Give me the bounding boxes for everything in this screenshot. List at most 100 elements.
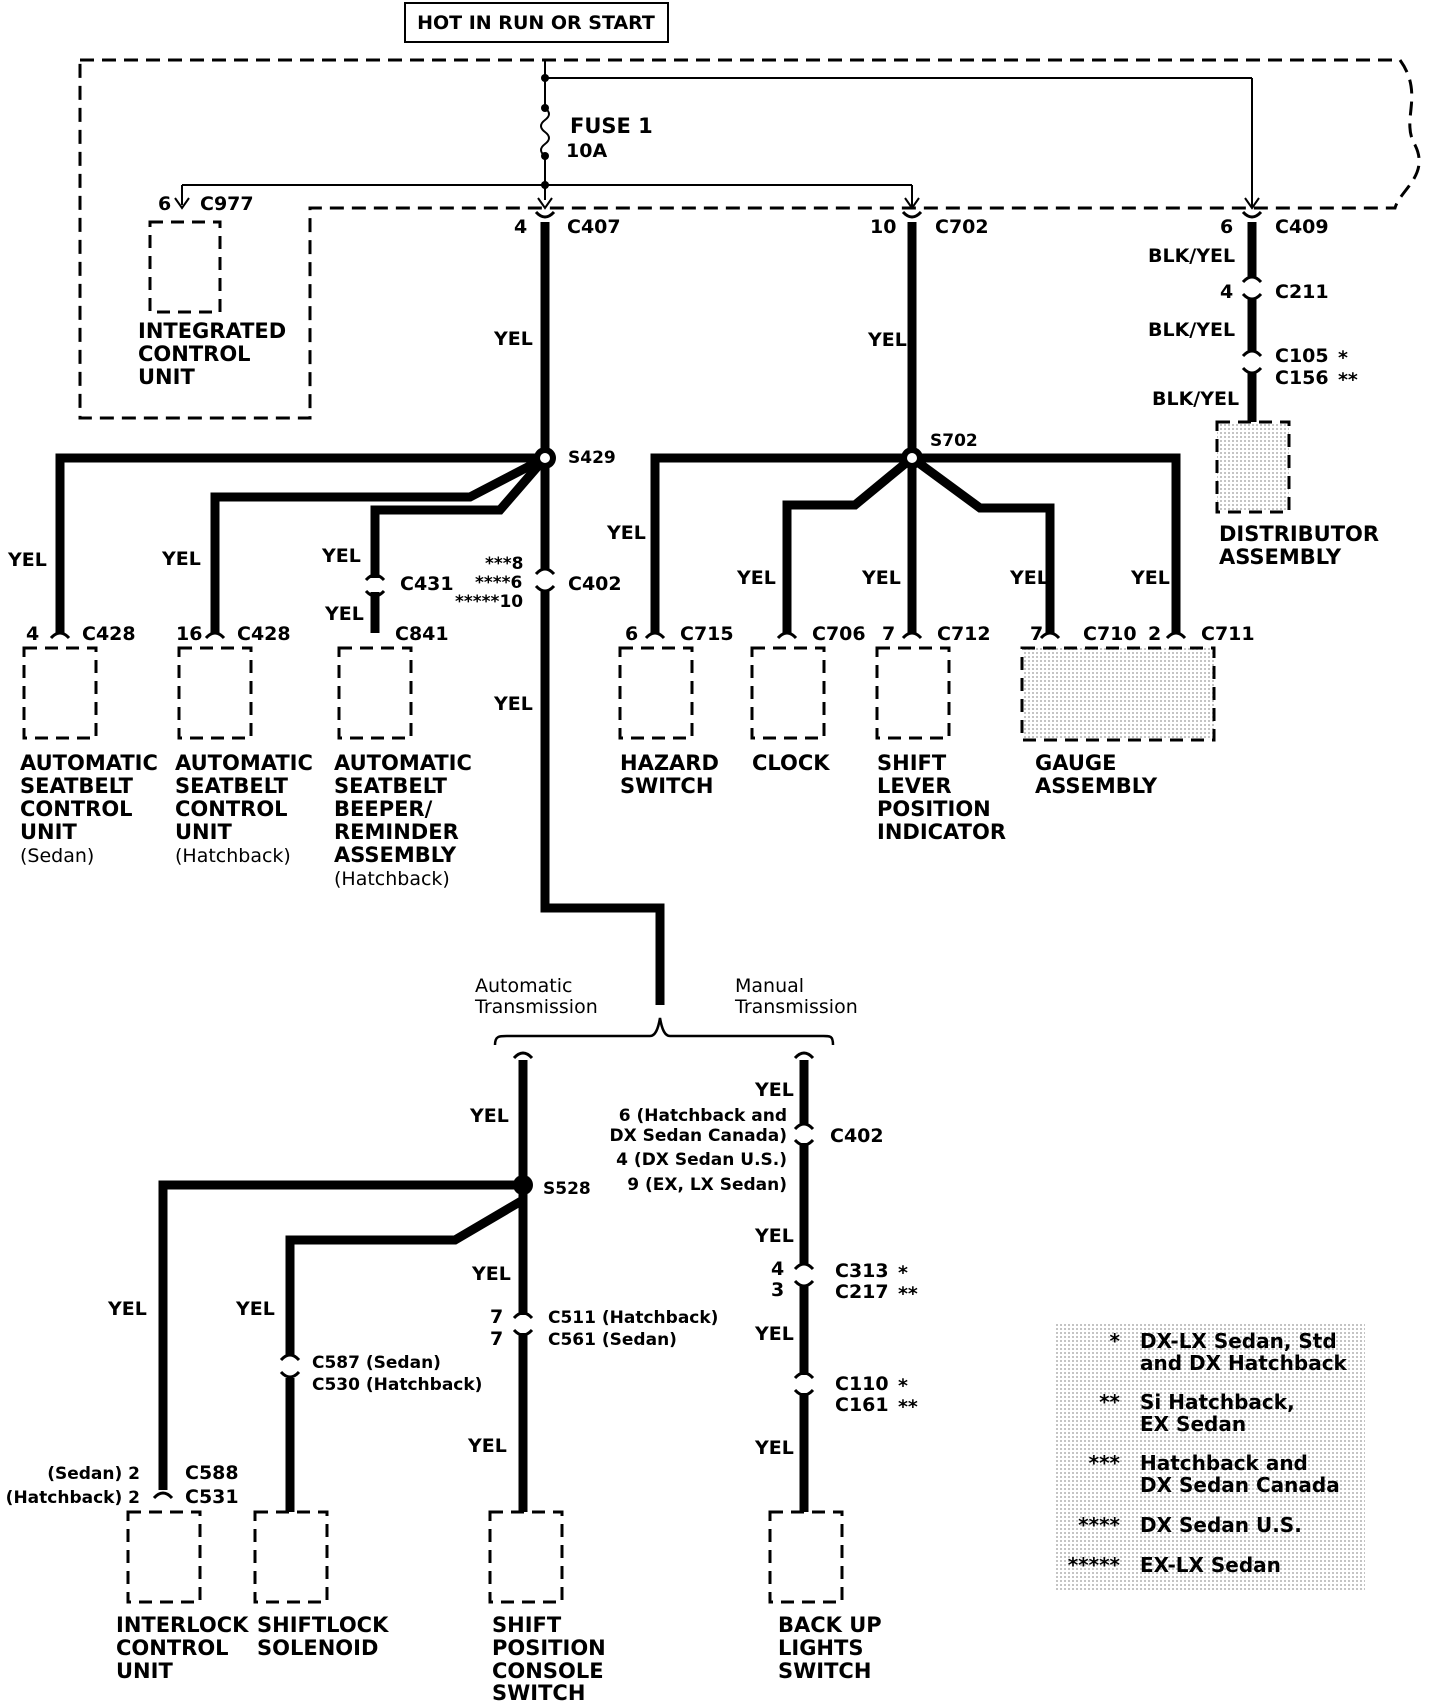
c161-id: C161	[835, 1394, 889, 1416]
c402-top-pin-1: ***8	[485, 554, 524, 574]
wire-yel-c711: YEL	[1130, 567, 1170, 589]
c105-id: C105	[1275, 345, 1329, 367]
distributor-box	[1215, 420, 1291, 514]
distributor-label: DISTRIBUTOR ASSEMBLY	[1219, 522, 1386, 569]
legend: * DX-LX Sedan, Std and DX Hatchback ** S…	[1055, 1322, 1365, 1590]
wire-yel-shiftlock: YEL	[235, 1298, 275, 1320]
legend-text-2: Si Hatchback, EX Sedan	[1140, 1390, 1302, 1436]
c431-id: C431	[400, 573, 454, 595]
c511-pin: 7	[490, 1306, 503, 1328]
c428b-id: C428	[237, 623, 291, 645]
c706-id: C706	[812, 623, 866, 645]
c428a-id: C428	[82, 623, 136, 645]
c402-top-id: C402	[568, 573, 622, 595]
c841-id: C841	[395, 623, 449, 645]
c428b-pin: 16	[176, 623, 202, 645]
c587-id: C587 (Sedan)	[312, 1353, 441, 1373]
c110-mark: *	[898, 1375, 908, 1397]
wire-yel-hazard: YEL	[606, 522, 646, 544]
shift-console-box	[488, 1510, 564, 1604]
c710-pin: 7	[1030, 623, 1043, 645]
wire-blk-yel-1: BLK/YEL	[1148, 245, 1235, 267]
c530-id: C530 (Hatchback)	[312, 1375, 482, 1395]
c712-pin: 7	[882, 623, 895, 645]
c110-id: C110	[835, 1373, 889, 1395]
wire-yel-seatbelt-sedan: YEL	[7, 549, 47, 571]
hazard-label: HAZARD SWITCH	[620, 751, 726, 798]
wire-yel-c702: YEL	[867, 329, 907, 351]
legend-mark-1: *	[1110, 1329, 1121, 1353]
fuse-box-outline	[78, 58, 1421, 420]
thick-wires	[55, 222, 1257, 1512]
branch-manual: Manual Transmission	[734, 975, 858, 1018]
c402-bot-pin-3: 4 (DX Sedan U.S.)	[616, 1150, 787, 1170]
fuse-feed	[181, 60, 1253, 208]
c561-id: C561 (Sedan)	[548, 1330, 677, 1350]
wire-yel-c402: YEL	[493, 693, 533, 715]
transmission-bracket	[493, 1017, 835, 1046]
c711-pin: 2	[1148, 623, 1161, 645]
splice-s702-label: S702	[930, 431, 978, 451]
wire-yel-man-1: YEL	[754, 1079, 794, 1101]
c402-top-pin-3: *****10	[455, 592, 523, 612]
seatbelt-sedan-note: (Sedan)	[20, 845, 94, 867]
wire-yel-beeper-2: YEL	[324, 603, 364, 625]
c161-mark: **	[898, 1396, 918, 1418]
wire-yel-man-4: YEL	[754, 1437, 794, 1459]
shift-console-label: SHIFT POSITION CONSOLE SWITCH	[492, 1613, 613, 1702]
interlock-label: INTERLOCK CONTROL UNIT	[116, 1613, 256, 1683]
branch-automatic: Automatic Transmission	[474, 975, 598, 1018]
wire-yel-console-1: YEL	[471, 1263, 511, 1285]
wire-yel-console-2: YEL	[467, 1435, 507, 1457]
fuse-nodes	[541, 74, 549, 189]
c211-pin: 4	[1220, 281, 1233, 303]
splice-s528-label: S528	[543, 1179, 591, 1199]
wire-yel-man-3: YEL	[754, 1323, 794, 1345]
backup-box	[768, 1510, 844, 1604]
c407-pin: 4	[514, 216, 527, 238]
c409-pin: 6	[1220, 216, 1233, 238]
fuse-rating: 10A	[566, 140, 607, 162]
icu-label: INTEGRATED CONTROL UNIT	[138, 319, 294, 389]
legend-background	[1055, 1322, 1365, 1590]
c588-pin: (Sedan) 2	[47, 1464, 140, 1484]
wire-yel-man-2: YEL	[754, 1225, 794, 1247]
c977-id: C977	[200, 193, 254, 215]
splice-dots	[513, 447, 923, 1195]
c561-pin: 7	[490, 1328, 503, 1350]
wire-blk-yel-2: BLK/YEL	[1148, 319, 1235, 341]
c313-id: C313	[835, 1260, 889, 1282]
wire-yel-seatbelt-hatch: YEL	[161, 548, 201, 570]
hazard-box	[618, 646, 694, 740]
legend-text-4: DX Sedan U.S.	[1140, 1513, 1302, 1537]
icu-box	[148, 220, 222, 314]
shift-lever-label: SHIFT LEVER POSITION INDICATOR	[877, 751, 1006, 844]
wire-yel-shift-lever: YEL	[861, 567, 901, 589]
seatbelt-hatch-note: (Hatchback)	[175, 845, 291, 867]
interlock-box	[126, 1510, 202, 1604]
component-boxes	[22, 220, 1291, 1604]
clock-label: CLOCK	[752, 751, 830, 775]
c702-id: C702	[935, 216, 989, 238]
clock-box	[750, 646, 826, 740]
wire-yel-c407: YEL	[493, 328, 533, 350]
wire-yel-beeper-1: YEL	[321, 545, 361, 567]
legend-text-1: DX-LX Sedan, Std and DX Hatchback	[1140, 1329, 1348, 1375]
legend-mark-4: ****	[1078, 1513, 1120, 1537]
connector-symbols	[49, 210, 1263, 1500]
wire-yel-clock: YEL	[736, 567, 776, 589]
beeper-note: (Hatchback)	[334, 868, 450, 890]
c402-bot-pin-4: 9 (EX, LX Sedan)	[627, 1175, 787, 1195]
c105-mark: *	[1338, 347, 1348, 369]
c712-id: C712	[937, 623, 991, 645]
c217-mark: **	[898, 1283, 918, 1305]
shiftlock-label: SHIFTLOCK SOLENOID	[257, 1613, 396, 1660]
shiftlock-box	[253, 1510, 329, 1604]
legend-mark-5: *****	[1068, 1553, 1121, 1577]
legend-mark-2: **	[1099, 1390, 1120, 1414]
c211-id: C211	[1275, 281, 1329, 303]
gauge-box	[1020, 646, 1216, 742]
c407-id: C407	[567, 216, 621, 238]
splice-s528	[513, 1175, 533, 1195]
